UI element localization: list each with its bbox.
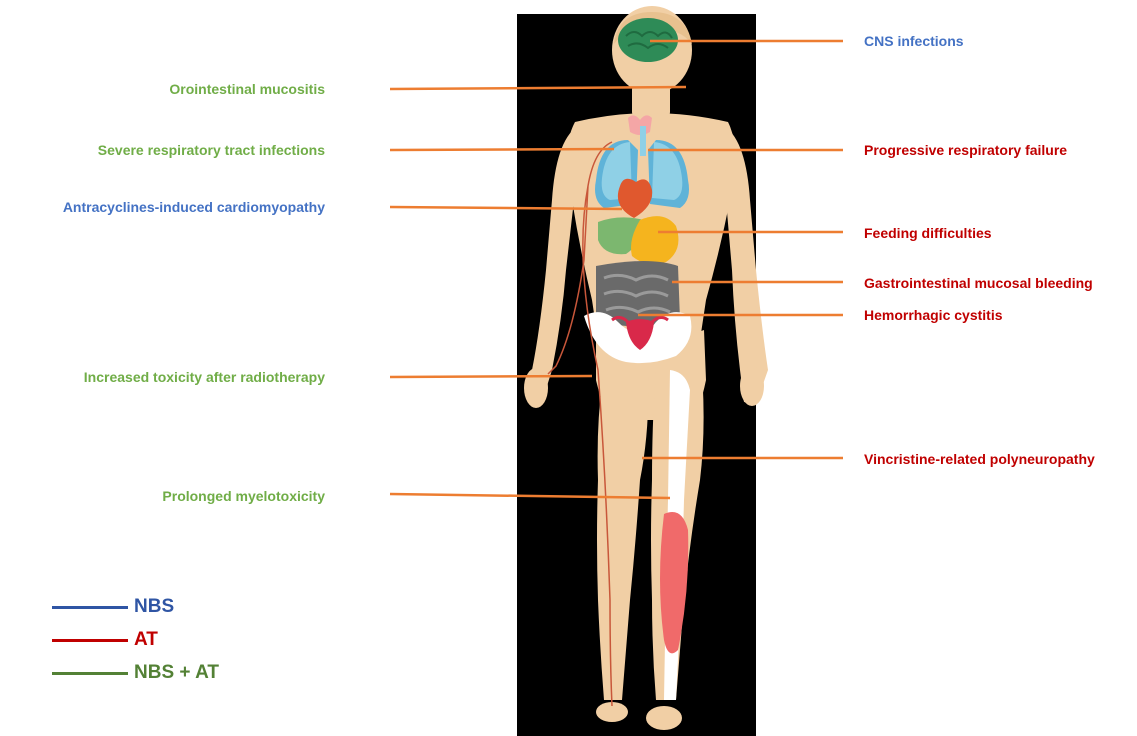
label-right-vincristine-polyneuropathy: Vincristine-related polyneuropathy bbox=[864, 451, 1095, 467]
legend-label-nbs: NBS bbox=[134, 595, 174, 619]
legend-line-both bbox=[52, 672, 128, 675]
legend-label-both: NBS + AT bbox=[134, 661, 219, 685]
label-left-antracyclines-cardiomyopathy: Antracyclines-induced cardiomyopathy bbox=[63, 199, 325, 215]
legend-line-nbs bbox=[52, 606, 128, 609]
label-left-increased-toxicity-radiotherapy: Increased toxicity after radiotherapy bbox=[84, 369, 325, 385]
label-left-orointestinal-mucositis: Orointestinal mucositis bbox=[169, 81, 325, 97]
label-right-progressive-respiratory-failure: Progressive respiratory failure bbox=[864, 142, 1067, 158]
leader-line-2 bbox=[390, 207, 622, 209]
legend-label-at: AT bbox=[134, 628, 158, 652]
label-right-feeding-difficulties: Feeding difficulties bbox=[864, 225, 992, 241]
leader-line-4 bbox=[390, 494, 670, 498]
label-left-prolonged-myelotoxicity: Prolonged myelotoxicity bbox=[162, 488, 325, 504]
label-right-hemorrhagic-cystitis: Hemorrhagic cystitis bbox=[864, 307, 1003, 323]
leader-line-0 bbox=[390, 87, 686, 89]
label-right-gastrointestinal-bleeding: Gastrointestinal mucosal bleeding bbox=[864, 275, 1093, 291]
leader-line-3 bbox=[390, 376, 592, 377]
legend-line-at bbox=[52, 639, 128, 642]
label-right-cns-infections: CNS infections bbox=[864, 33, 964, 49]
leader-line-1 bbox=[390, 149, 614, 150]
label-left-severe-respiratory-infections: Severe respiratory tract infections bbox=[98, 142, 325, 158]
